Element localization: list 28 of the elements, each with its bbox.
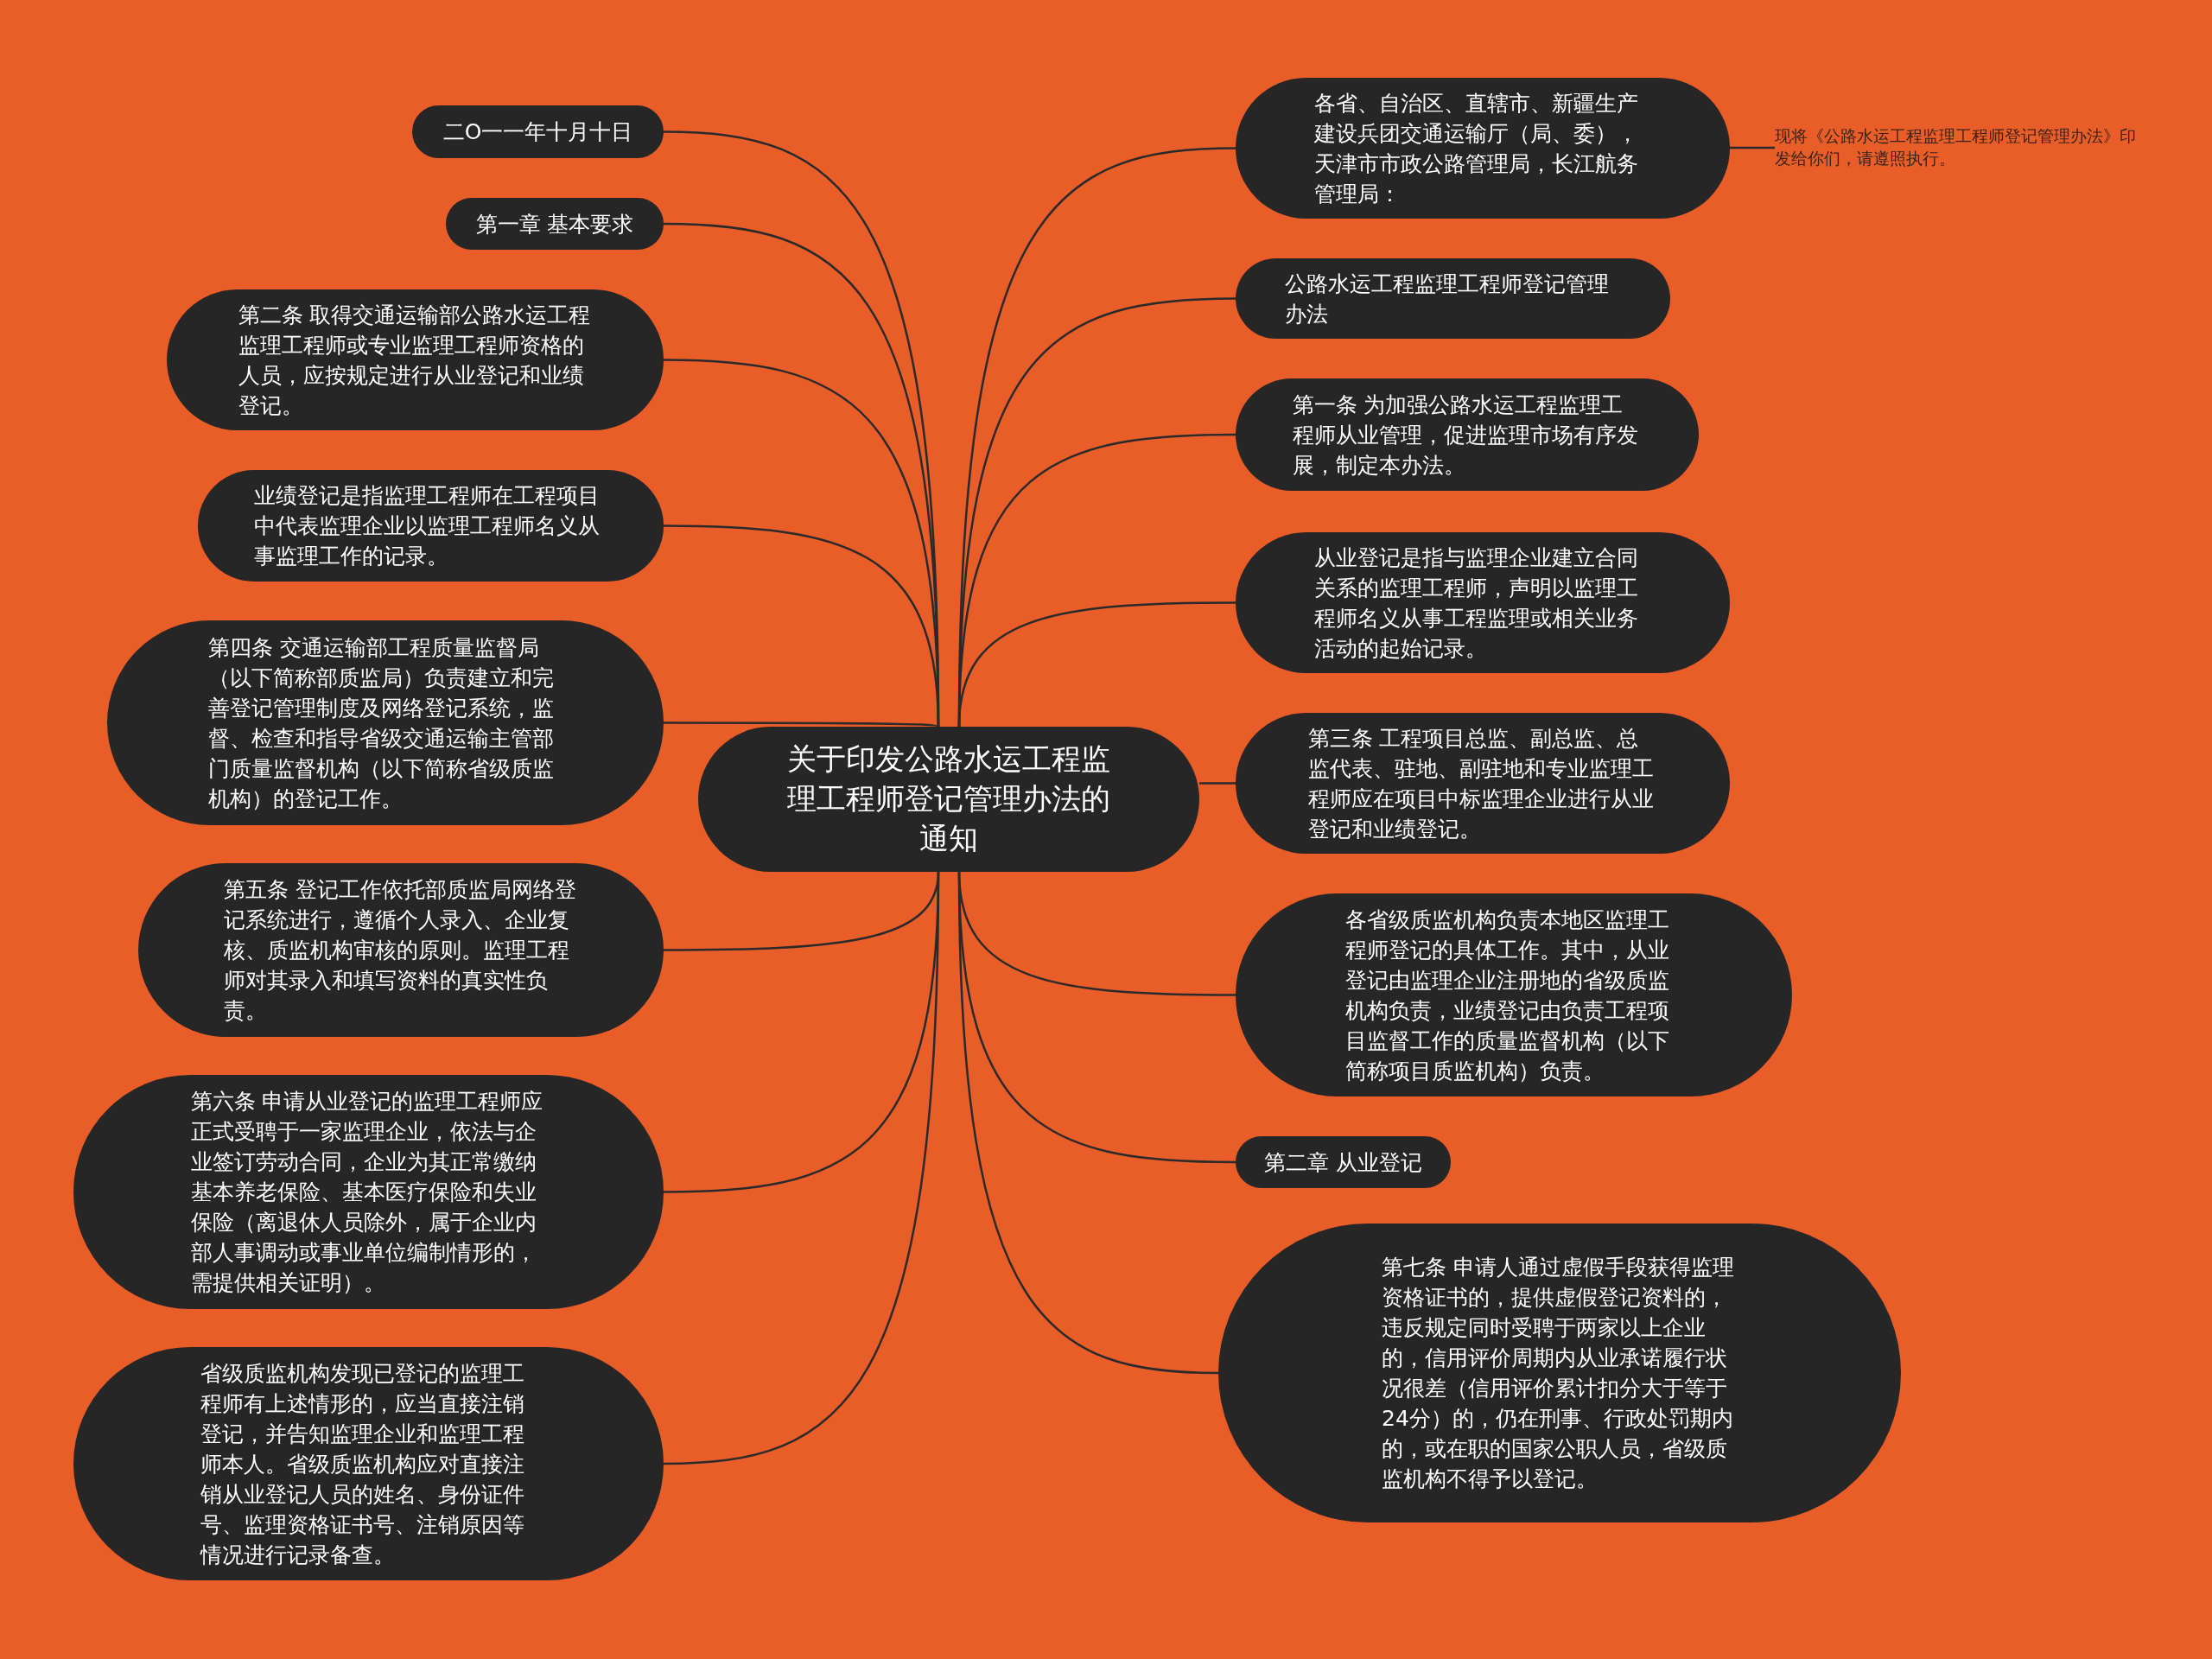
topic-text: 第三条 工程项目总监、副总监、总监代表、驻地、副驻地和专业监理工程师应在项目中标监理企业进行从业登记和业绩登记。 [1307, 724, 1655, 843]
topic-text: 第七条 申请人通过虚假手段获得监理资格证书的，提供虚假登记资料的，违反规定同时受聘于两家以上企业的，信用评价周期内从业承诺履行状况很差（信用评价累计扣分大于等于24分）的，仍在刑事、行政处罚期内的，或在职的国家公职人员，省级质监机构不得予以登记。 [1382, 1254, 1735, 1493]
topic-text: 各省级质监机构负责本地区监理工程师登记的具体工作。其中，从业登记由监理企业注册地的省级质监机构负责，业绩登记由负责工程项目监督工作的质量监督机构（以下简称项目质监机构）负责。 [1345, 906, 1670, 1085]
topic-text: 第一章 基本要求 [475, 210, 634, 238]
topic-pill [1236, 1136, 1451, 1188]
topic-text: 第六条 申请从业登记的监理工程师应正式受聘于一家监理企业，依法与企业签订劳动合同，企业为其正常缴纳基本养老保险、基本医疗保险和失业保险（离退休人员除外，属于企业内部人事调动或事业单位编制情形的，需提供相关证明）。 [190, 1088, 544, 1297]
topic-text: 二O一一年十月十日 [442, 118, 633, 146]
topic-text: 业绩登记是指监理工程师在工程项目中代表监理企业以监理工程师名义从事监理工作的记录。 [253, 482, 601, 570]
note-text: 现将《公路水运工程监理工程师登记管理办法》印发给你们，请遵照执行。 [1775, 125, 2137, 169]
connector-line [957, 601, 1236, 728]
title-text: 关于印发公路水运工程监理工程师登记管理办法的通知 [786, 741, 1111, 857]
connector-line [664, 524, 940, 728]
connector-line [1199, 782, 1236, 785]
connector-line [1730, 146, 1775, 149]
topic-text: 第五条 登记工作依托部质监局网络登记系统进行，遵循个人录入、企业复核、质监机构审核的原则。监理工程师对其录入和填写资料的真实性负责。 [224, 876, 577, 1025]
connector-line [663, 871, 940, 1465]
topic-text: 各省、自治区、直辖市、新疆生产建设兵团交通运输厅（局、委），天津市市政公路管理局，长江航务管理局： [1314, 89, 1639, 208]
topic-text: 公路水运工程监理工程师登记管理办法 [1284, 270, 1610, 328]
topic-text: 第四条 交通运输部工程质量监督局（以下简称部质监局）负责建立和完善登记管理制度及网络登记系统，监督、检查和指导省级交通运输主管部门质量监督机构（以下简称省级质监机构）的登记工作。 [208, 633, 555, 813]
topic-text: 第二条 取得交通运输部公路水运工程监理工程师或专业监理工程师资格的人员，应按规定进行从业登记和业绩登记。 [238, 301, 592, 420]
topic-text: 省级质监机构发现已登记的监理工程师有上述情形的，应当直接注销登记，并告知监理企业和监理工程师本人。省级质监机构应对直接注销从业登记人员的姓名、身份证件号、监理资格证书号、注销原因等情况进行记录备查。 [200, 1359, 525, 1569]
topic-text: 第一条 为加强公路水运工程监理工程师从业管理，促进监理市场有序发展，制定本办法。 [1292, 391, 1639, 480]
connector-line [957, 871, 1219, 1375]
topic-text: 从业登记是指与监理企业建立合同关系的监理工程师，声明以监理工程师名义从事工程监理或相关业务活动的起始记录。 [1314, 543, 1639, 663]
connector-line [664, 721, 939, 728]
topic-pill [412, 105, 664, 158]
topic-text: 第二章 从业登记 [1264, 1148, 1422, 1177]
topic-pill [446, 198, 664, 250]
